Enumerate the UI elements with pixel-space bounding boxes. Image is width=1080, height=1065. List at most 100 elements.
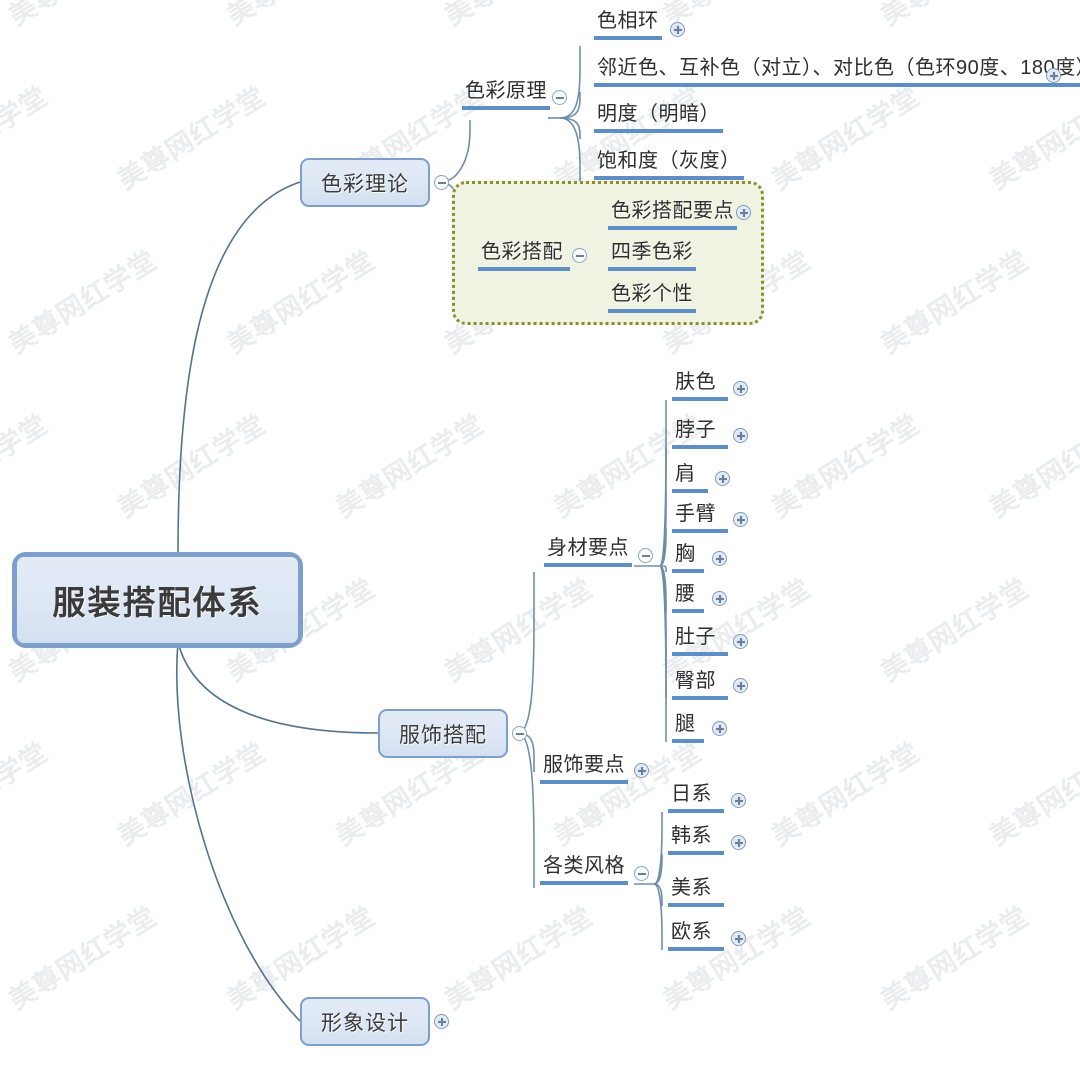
toggle-belly[interactable] bbox=[733, 634, 748, 649]
branch-outfit-matching-label: 服饰搭配 bbox=[378, 709, 508, 758]
node-styles[interactable]: 各类风格 bbox=[540, 855, 628, 885]
node-color-relations[interactable]: 邻近色、互补色（对立）、对比色（色环90度、180度） bbox=[594, 57, 1080, 87]
watermark-text: 美尊网红学堂 bbox=[112, 736, 272, 852]
toggle-color-theory[interactable] bbox=[434, 175, 449, 190]
watermark-text: 美尊网红学堂 bbox=[875, 244, 1035, 360]
toggle-styles[interactable] bbox=[634, 866, 649, 881]
node-chest-label: 胸 bbox=[672, 543, 704, 573]
toggle-chest[interactable] bbox=[712, 551, 727, 566]
node-waist[interactable]: 腰 bbox=[672, 583, 704, 613]
branch-color-theory[interactable]: 色彩理论 bbox=[300, 158, 430, 207]
node-belly[interactable]: 肚子 bbox=[672, 626, 728, 656]
node-matching-essentials-label: 色彩搭配要点 bbox=[608, 200, 737, 230]
node-belly-label: 肚子 bbox=[672, 626, 728, 656]
watermark-text: 美尊网红学堂 bbox=[545, 1059, 708, 1065]
node-waist-label: 腰 bbox=[672, 583, 704, 613]
watermark-text: 美尊网红学堂 bbox=[3, 900, 163, 1016]
toggle-body-points[interactable] bbox=[638, 548, 653, 563]
watermark-text: 美尊网红学堂 bbox=[218, 0, 381, 33]
watermark-text: 美尊网红学堂 bbox=[221, 244, 381, 360]
node-saturation[interactable]: 饱和度（灰度） bbox=[594, 150, 744, 180]
node-hue-wheel[interactable]: 色相环 bbox=[594, 10, 662, 40]
node-shoulder[interactable]: 肩 bbox=[672, 463, 708, 493]
node-chest[interactable]: 胸 bbox=[672, 543, 704, 573]
watermark-text: 美尊网红学堂 bbox=[112, 80, 272, 196]
node-arm-label: 手臂 bbox=[672, 503, 728, 533]
node-legs-label: 腿 bbox=[672, 713, 704, 743]
watermark-text: 美尊网红学堂 bbox=[0, 0, 163, 33]
node-hips-label: 臀部 bbox=[672, 670, 728, 700]
node-color-personality[interactable]: 色彩个性 bbox=[608, 283, 696, 313]
toggle-style-korean[interactable] bbox=[731, 835, 746, 850]
branch-image-design[interactable]: 形象设计 bbox=[300, 997, 430, 1046]
toggle-style-japanese[interactable] bbox=[731, 793, 746, 808]
watermark-text: 美尊网红学堂 bbox=[327, 1059, 490, 1065]
root-node[interactable]: 服装搭配体系 bbox=[12, 552, 303, 648]
node-style-american-label: 美系 bbox=[668, 877, 724, 907]
watermark-text: 美尊网红学堂 bbox=[439, 900, 599, 1016]
branch-outfit-matching[interactable]: 服饰搭配 bbox=[378, 709, 508, 758]
node-legs[interactable]: 腿 bbox=[672, 713, 704, 743]
watermark-text: 美尊网红学堂 bbox=[109, 1059, 272, 1065]
node-skin-tone-label: 肤色 bbox=[672, 371, 728, 401]
node-style-european[interactable]: 欧系 bbox=[668, 921, 724, 951]
watermark-text: 美尊网红学堂 bbox=[984, 80, 1080, 196]
node-matching-essentials[interactable]: 色彩搭配要点 bbox=[608, 200, 737, 230]
watermark-text: 美尊网红学堂 bbox=[766, 736, 926, 852]
toggle-style-european[interactable] bbox=[731, 931, 746, 946]
watermark-text: 美尊网红学堂 bbox=[875, 572, 1035, 688]
toggle-skin-tone[interactable] bbox=[733, 381, 748, 396]
node-style-japanese[interactable]: 日系 bbox=[668, 783, 724, 813]
toggle-matching-essentials[interactable] bbox=[736, 205, 751, 220]
node-color-matching[interactable]: 色彩搭配 bbox=[478, 241, 570, 271]
node-neck[interactable]: 脖子 bbox=[672, 419, 728, 449]
branch-color-theory-label: 色彩理论 bbox=[300, 158, 430, 207]
watermark-text: 美尊网红学堂 bbox=[439, 572, 599, 688]
node-style-european-label: 欧系 bbox=[668, 921, 724, 951]
root-node-label: 服装搭配体系 bbox=[15, 555, 300, 645]
watermark-text: 美尊网红学堂 bbox=[766, 80, 926, 196]
watermark-text: 美尊网红学堂 bbox=[872, 0, 1035, 33]
node-neck-label: 脖子 bbox=[672, 419, 728, 449]
toggle-outfit-points[interactable] bbox=[634, 763, 649, 778]
node-color-principles[interactable]: 色彩原理 bbox=[462, 80, 550, 110]
node-style-korean[interactable]: 韩系 bbox=[668, 825, 724, 855]
watermark-text: 美尊网红学堂 bbox=[766, 408, 926, 524]
node-outfit-points[interactable]: 服饰要点 bbox=[540, 754, 628, 784]
node-seasonal-colors[interactable]: 四季色彩 bbox=[608, 241, 696, 271]
toggle-color-relations[interactable] bbox=[1046, 68, 1061, 83]
watermark-text: 美尊网红学堂 bbox=[3, 244, 163, 360]
toggle-outfit-matching[interactable] bbox=[512, 726, 527, 741]
toggle-neck[interactable] bbox=[733, 428, 748, 443]
node-styles-label: 各类风格 bbox=[540, 855, 628, 885]
node-brightness-label: 明度（明暗） bbox=[594, 103, 723, 133]
node-color-principles-label: 色彩原理 bbox=[462, 80, 550, 110]
toggle-color-matching[interactable] bbox=[572, 248, 587, 263]
watermark-text: 美尊网红学堂 bbox=[763, 1059, 926, 1065]
node-outfit-points-label: 服饰要点 bbox=[540, 754, 628, 784]
toggle-arm[interactable] bbox=[733, 512, 748, 527]
node-skin-tone[interactable]: 肤色 bbox=[672, 371, 728, 401]
watermark-text: 美尊网红学堂 bbox=[984, 736, 1080, 852]
watermark-text: 美尊网红学堂 bbox=[112, 408, 272, 524]
node-body-points[interactable]: 身材要点 bbox=[544, 537, 632, 567]
node-arm[interactable]: 手臂 bbox=[672, 503, 728, 533]
node-color-relations-label: 邻近色、互补色（对立）、对比色（色环90度、180度） bbox=[594, 57, 1080, 87]
watermark-text: 美尊网红学堂 bbox=[0, 736, 54, 852]
toggle-image-design[interactable] bbox=[434, 1014, 449, 1029]
toggle-legs[interactable] bbox=[712, 721, 727, 736]
node-style-american[interactable]: 美系 bbox=[668, 877, 724, 907]
node-saturation-label: 饱和度（灰度） bbox=[594, 150, 744, 180]
node-brightness[interactable]: 明度（明暗） bbox=[594, 103, 723, 133]
toggle-color-principles[interactable] bbox=[552, 90, 567, 105]
toggle-hips[interactable] bbox=[733, 678, 748, 693]
watermark-text: 美尊网红学堂 bbox=[436, 0, 599, 33]
toggle-shoulder[interactable] bbox=[715, 471, 730, 486]
node-body-points-label: 身材要点 bbox=[544, 537, 632, 567]
toggle-hue-wheel[interactable] bbox=[670, 22, 685, 37]
node-style-japanese-label: 日系 bbox=[668, 783, 724, 813]
toggle-waist[interactable] bbox=[712, 591, 727, 606]
node-hips[interactable]: 臀部 bbox=[672, 670, 728, 700]
node-hue-wheel-label: 色相环 bbox=[594, 10, 662, 40]
